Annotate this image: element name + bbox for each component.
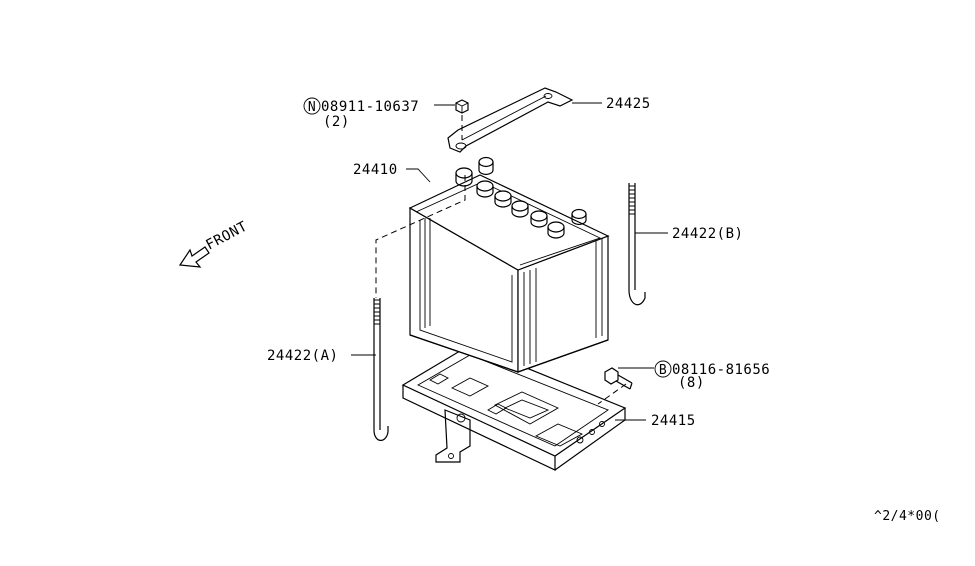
front-label: FRONT [203, 218, 250, 253]
nut [455, 99, 469, 114]
footer-code: ^2/4*00( [874, 509, 941, 524]
bolt [604, 367, 633, 390]
label-nut: N 08911-10637 (2) [303, 97, 419, 130]
label-bolt: B 08116-81656 (8) [654, 360, 770, 391]
leader-24410 [406, 168, 431, 183]
rod-a-dash-line [375, 175, 466, 298]
bracket-part-number: 24425 [606, 96, 651, 112]
bolt-part-number: 08116-81656 [672, 362, 770, 378]
hold-down-rod-b [628, 183, 646, 306]
rod-b-part-number: 24422(B) [672, 226, 743, 242]
tray-part-number: 24415 [651, 413, 696, 429]
bolt-dash-line [597, 383, 627, 405]
bolt-prefix: B [659, 363, 667, 378]
rod-a-part-number: 24422(A) [267, 348, 338, 364]
bolt-qty: (8) [678, 375, 705, 391]
nut-prefix: N [308, 100, 316, 115]
battery-part-number: 24410 [353, 162, 398, 178]
battery-tray [401, 344, 627, 471]
battery [408, 174, 610, 373]
hold-down-rod-a [373, 298, 389, 441]
hold-down-bracket [447, 87, 574, 153]
nut-part-number: 08911-10637 [321, 99, 419, 115]
front-arrow-icon [178, 246, 210, 268]
nut-qty: (2) [323, 114, 350, 130]
battery-caps [455, 156, 587, 239]
